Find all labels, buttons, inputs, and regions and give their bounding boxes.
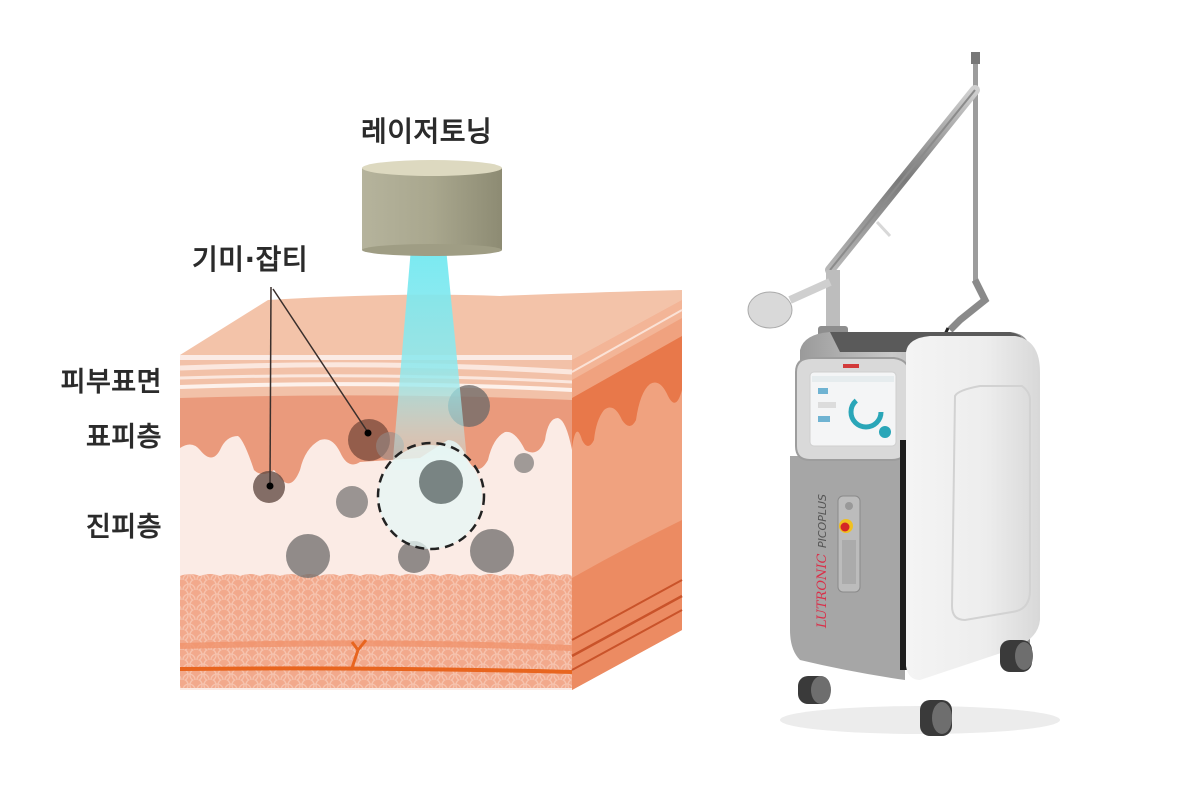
pigment-label: 기미·잡티	[192, 243, 309, 276]
laser-device: LUTRONIC PICOPLUS	[747, 52, 1060, 736]
laser-toning-label: 레이저토닝	[361, 115, 493, 148]
pointer-line	[269, 286, 272, 487]
model-logo: PICOPLUS	[816, 494, 829, 548]
brand-logo: LUTRONIC	[815, 553, 830, 629]
laser-head	[362, 160, 502, 256]
skin-block	[180, 248, 683, 690]
touch-screen[interactable]	[795, 357, 912, 461]
layer-label-epidermis: 표피층	[85, 422, 162, 453]
wheels	[798, 640, 1033, 736]
subcutis-layer	[180, 574, 572, 688]
pointer-line	[272, 288, 370, 435]
target-ring	[376, 441, 486, 551]
blood-vessel	[180, 666, 572, 674]
side-panel	[906, 336, 1040, 680]
layer-label-skin-surface: 피부표면	[60, 367, 162, 398]
laser-beam	[392, 248, 468, 470]
layer-label-dermis: 진피층	[85, 512, 162, 543]
